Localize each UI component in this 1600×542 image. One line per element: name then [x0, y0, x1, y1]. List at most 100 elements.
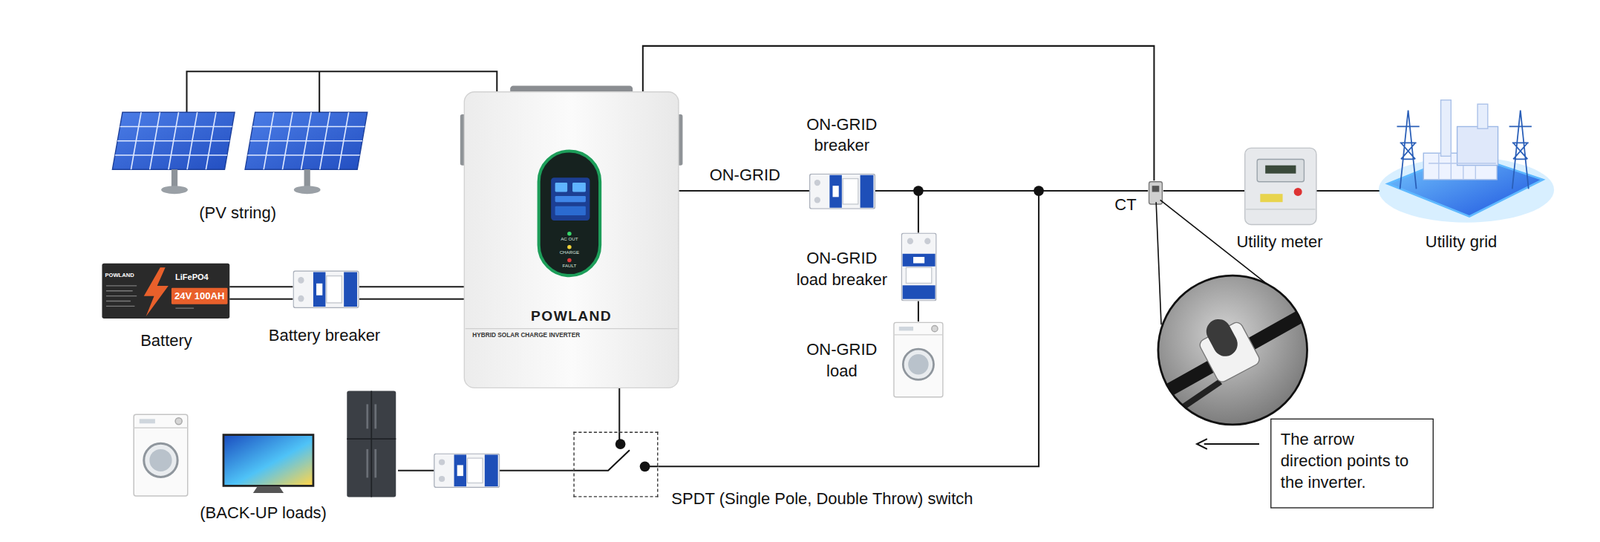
inverter-body: [464, 92, 679, 389]
utility-grid: Utility grid: [1379, 97, 1551, 225]
battery: POWLANDLiFePO424V 100AHBattery: [101, 263, 230, 319]
ct-zoom-view: [1158, 275, 1308, 425]
breaker-symbol: [293, 270, 359, 308]
wire: [657, 190, 1039, 467]
utility-meter-symbol: [1256, 158, 1304, 182]
caption-text: ON-GRID load breaker: [792, 247, 891, 291]
ct-zoom-view: [1163, 381, 1221, 421]
battery-body: [171, 288, 228, 305]
inverter-body: [555, 182, 568, 192]
utility-meter-symbol: [1294, 187, 1303, 197]
wire: [875, 190, 919, 233]
solar-panel: [112, 112, 235, 170]
wire: [187, 71, 498, 113]
tv-symbol: [253, 487, 284, 493]
power-plant-symbol: [1441, 100, 1452, 157]
tv-symbol: [222, 433, 315, 493]
backup-loads: (BACK-UP loads): [130, 391, 398, 499]
led-label: AC OUT: [552, 236, 588, 243]
wire: [678, 190, 810, 192]
ct-zoom-view: [1150, 275, 1318, 425]
solar-panel: [112, 112, 235, 170]
direction-arrow: [1196, 438, 1260, 450]
fridge-symbol: [366, 403, 369, 429]
solar-panel: [245, 112, 368, 194]
note-box: The arrow direction points to the invert…: [1270, 418, 1434, 509]
inverter-body: [572, 182, 586, 192]
fridge-symbol: [374, 449, 377, 478]
wire-label: ON-GRID: [698, 164, 791, 186]
battery-body: [101, 263, 230, 319]
caption-text: CT: [1109, 193, 1141, 216]
caption-text: Utility meter: [1213, 230, 1347, 253]
inverter-body: [555, 206, 586, 216]
switch-symbol: [573, 432, 658, 473]
junction-dot: [913, 185, 924, 197]
solar-panel: [245, 112, 368, 170]
breaker-symbol: [434, 453, 500, 488]
junction-dot: [1033, 185, 1044, 197]
battery-body: [101, 263, 230, 319]
fridge-symbol: [346, 391, 396, 498]
ct-zoom-view: [1150, 305, 1318, 421]
inverter-body: [567, 258, 571, 263]
switch-symbol: [615, 438, 626, 450]
caption-text: Battery breaker: [247, 324, 401, 346]
hybrid-inverter: AC OUT CHARGE FAULT POWLAND HYBRID SOLAR CHA…: [464, 92, 679, 389]
led-label: CHARGE: [552, 249, 588, 256]
power-plant-symbol: [1477, 103, 1488, 129]
pv-string: (PV string): [112, 112, 370, 194]
caption-text: SPDT (Single Pole, Double Throw) switch: [671, 487, 1018, 510]
brand-text: POWLAND: [105, 271, 147, 280]
solar-panel: [245, 112, 368, 170]
fridge-symbol: [374, 403, 377, 429]
wire: [642, 46, 1155, 181]
inverter-body: [465, 328, 678, 329]
spdt-switch: SPDT (Single Pole, Double Throw) switch: [573, 432, 658, 498]
wire: [618, 387, 620, 432]
wire: [229, 298, 293, 300]
tv-symbol: [222, 433, 315, 487]
washing-machine-symbol: [893, 322, 943, 397]
caption-text: (BACK-UP loads): [171, 501, 355, 524]
led-label: FAULT: [552, 262, 588, 269]
brand-logo: POWLAND: [504, 305, 638, 325]
power-plant-symbol: [1397, 109, 1420, 189]
solar-panel: [304, 169, 311, 188]
solar-panel: [171, 169, 178, 188]
fridge-symbol: [346, 391, 396, 498]
ct-zoom-view: [1158, 275, 1308, 425]
ct-zoom-view: [1192, 309, 1262, 384]
wire: [1163, 190, 1246, 192]
wire: [229, 285, 293, 288]
wire: [359, 285, 465, 288]
pv-branch-wire: [318, 71, 320, 113]
current-transformer: CT: [1147, 180, 1164, 205]
junction-dot: [913, 185, 1044, 197]
model-text: HYBRID SOLAR CHARGE INVERTER: [472, 330, 636, 339]
fridge-symbol: [366, 449, 369, 478]
breaker: ON-GRID breaker: [809, 173, 876, 210]
wire: [917, 301, 920, 322]
inverter-body: [539, 150, 600, 276]
caption-text: Battery: [115, 329, 217, 352]
breaker-symbol: [810, 173, 876, 209]
caption-text: Utility grid: [1395, 230, 1528, 253]
ct-clamp: [1152, 185, 1160, 192]
power-plant-symbol: [1428, 152, 1497, 180]
tv-symbol: [224, 435, 312, 485]
utility-meter-symbol: [1245, 208, 1315, 210]
rating-text: 24V 100AH: [170, 289, 228, 302]
caption-text: ON-GRID load: [792, 338, 891, 382]
washing-machine-symbol: [133, 414, 188, 496]
utility-meter-symbol: [1245, 147, 1317, 225]
chemistry-text: LiFePO4: [166, 272, 218, 283]
breaker: ON-GRID load breaker: [901, 232, 937, 301]
inverter-body: [460, 85, 684, 388]
wire: [359, 298, 465, 300]
caption-text: (PV string): [176, 201, 300, 224]
inverter-body: [567, 231, 571, 236]
utility-meter-symbol: [1259, 193, 1283, 202]
